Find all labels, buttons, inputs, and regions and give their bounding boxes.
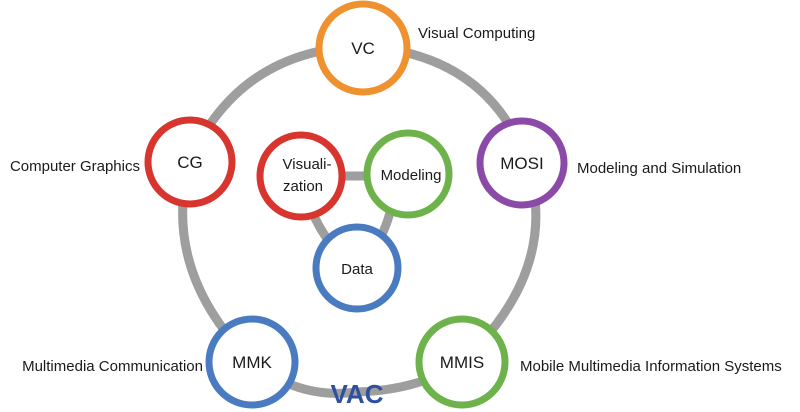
node-cg: CG [144,116,236,208]
node-vc-description: Visual Computing [418,25,535,42]
node-vc: VC [315,0,411,96]
node-cg-description: Computer Graphics [10,158,140,175]
node-mmis-description: Mobile Multimedia Information Systems [520,358,782,375]
node-mmk: MMK [205,315,299,409]
node-data-label: Data [341,261,373,278]
node-mmis: MMIS [415,315,509,409]
node-modeling-label: Modeling [381,167,442,184]
node-data: Data [312,223,402,313]
node-visualization-line1: Visuali- [283,156,332,173]
node-mosi: MOSI [476,117,568,209]
node-mosi-label: MOSI [500,154,543,173]
node-cg-label: CG [177,153,203,172]
node-modeling: Modeling [363,129,453,219]
node-mmis-label: MMIS [440,353,484,372]
node-mosi-description: Modeling and Simulation [577,160,741,177]
node-mmk-label: MMK [232,353,272,372]
center-label-vac: VAC [331,379,384,409]
node-vc-label: VC [351,39,375,58]
node-mmk-description: Multimedia Communication [22,358,203,375]
node-visualization: Visuali- zation [256,131,346,221]
node-visualization-line2: zation [283,178,323,195]
